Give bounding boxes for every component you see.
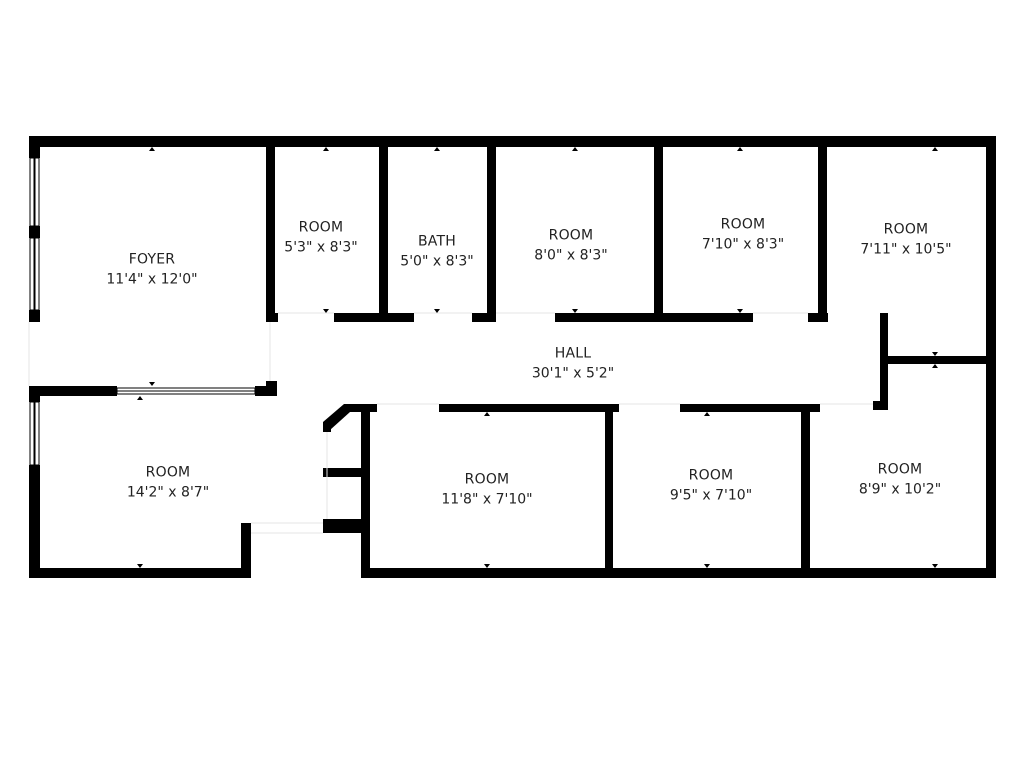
room-dimensions: 5'3" x 8'3" (284, 240, 358, 256)
room-label-room-8: ROOM 8'9" x 10'2" (859, 460, 941, 501)
room-name: ROOM (298, 219, 344, 236)
room-dimensions: 14'2" x 8'7" (126, 485, 210, 501)
openings (28, 312, 873, 534)
measurement-markers (137, 147, 938, 568)
room-label-hall: HALL 30'1" x 5'2" (532, 344, 614, 385)
room-label-room-7: ROOM 9'5" x 7'10" (670, 466, 752, 507)
room-label-room-4: ROOM 7'11" x 10'5" (860, 220, 951, 261)
room-dimensions: 9'5" x 7'10" (669, 488, 753, 504)
room-label-room-1: ROOM 5'3" x 8'3" (284, 218, 357, 259)
room-name: ROOM (688, 467, 734, 484)
room-name: ROOM (720, 216, 766, 233)
room-label-room-5: ROOM 14'2" x 8'7" (127, 463, 209, 504)
room-label-room-2: ROOM 8'0" x 8'3" (534, 226, 607, 267)
room-name: FOYER (128, 251, 176, 268)
room-name: BATH (418, 233, 456, 250)
room-name: ROOM (145, 464, 191, 481)
room-name: ROOM (464, 471, 510, 488)
room-name: ROOM (877, 461, 923, 478)
room-dimensions: 7'10" x 8'3" (701, 237, 785, 253)
room-dimensions: 7'11" x 10'5" (860, 242, 952, 258)
room-name: ROOM (883, 221, 929, 238)
room-dimensions: 8'9" x 10'2" (858, 482, 942, 498)
room-label-room-6: ROOM 11'8" x 7'10" (441, 470, 532, 511)
room-label-bath: BATH 5'0" x 8'3" (400, 232, 473, 273)
room-dimensions: 11'8" x 7'10" (441, 492, 533, 508)
walls (29, 136, 996, 578)
room-dimensions: 5'0" x 8'3" (400, 254, 474, 270)
room-label-room-3: ROOM 7'10" x 8'3" (702, 215, 784, 256)
windows (29, 157, 256, 466)
room-dimensions: 11'4" x 12'0" (106, 272, 198, 288)
room-label-foyer: FOYER 11'4" x 12'0" (106, 250, 197, 291)
room-name: HALL (554, 345, 592, 362)
room-name: ROOM (548, 227, 594, 244)
room-dimensions: 30'1" x 5'2" (531, 366, 615, 382)
room-dimensions: 8'0" x 8'3" (534, 248, 608, 264)
